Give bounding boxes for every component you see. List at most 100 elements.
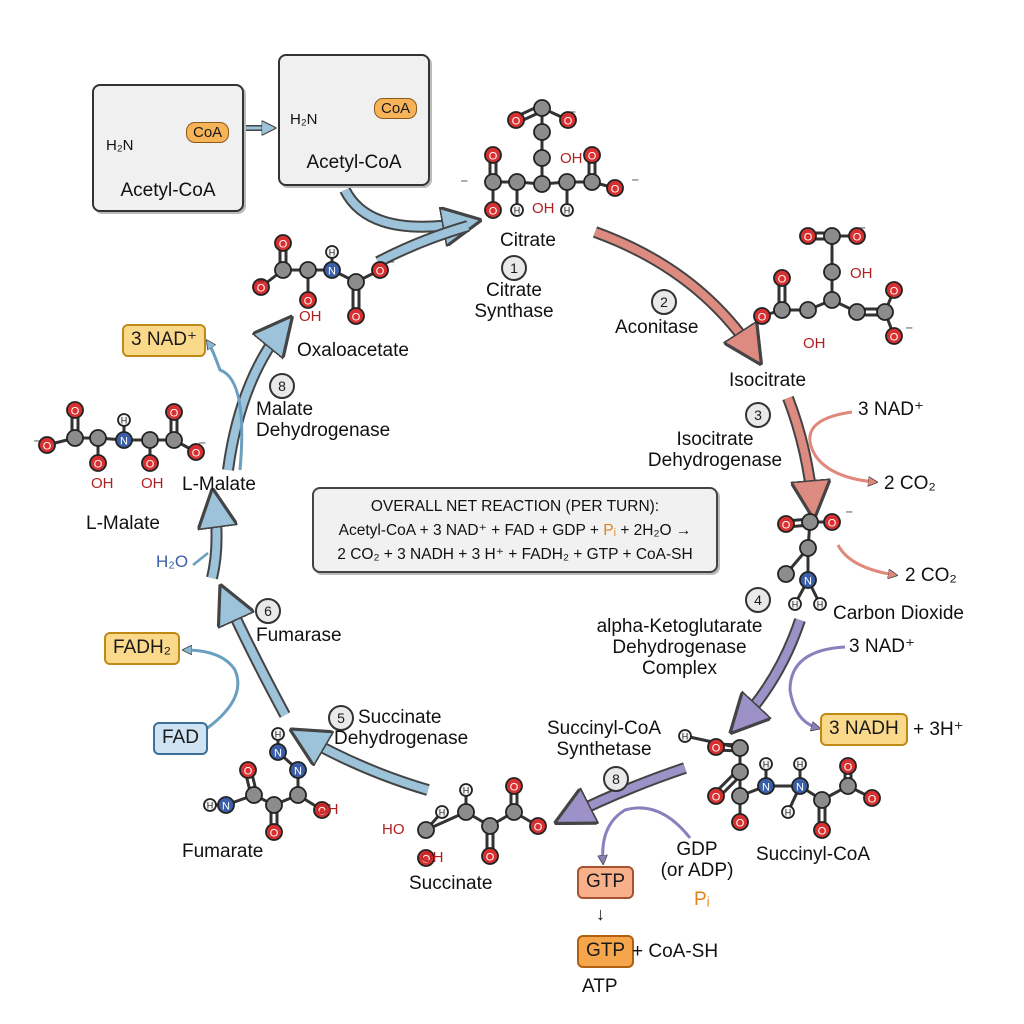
oxygen-atom: [885, 281, 903, 299]
gtp-badge-2: GTP: [577, 935, 635, 968]
carbon-atom: [533, 99, 551, 117]
atom-symbol: O: [279, 239, 288, 251]
oxygen-atom: [274, 234, 292, 252]
oxygen-atom: [823, 513, 841, 531]
branch-h2o: [192, 552, 209, 566]
atp-label: ATP: [582, 976, 618, 997]
carbon-atom: [245, 786, 263, 804]
hydrogen-atom: [788, 597, 802, 611]
atom-symbol: O: [304, 296, 313, 308]
carbon-atom: [505, 803, 523, 821]
atom-symbol: O: [94, 459, 103, 471]
acetyl-coa-box-1: Acetyl-CoA CoA H₂N: [92, 84, 244, 212]
step-number-5: 5: [328, 705, 354, 731]
oxygen-atom: [507, 111, 525, 129]
atom-symbol: O: [244, 766, 253, 778]
atom-symbol: H: [463, 786, 470, 796]
atom-symbol: H: [329, 248, 336, 258]
oxygen-atom: [707, 738, 725, 756]
atom-group-label: ⁻: [631, 175, 639, 192]
h2n-label-1: H₂N: [106, 137, 134, 154]
atom-symbol: H: [797, 760, 804, 770]
oxygen-atom: [265, 823, 283, 841]
co2-akg-label: 2 CO₂: [905, 565, 957, 586]
atom-symbol: O: [890, 286, 899, 298]
branch-fad: [185, 650, 240, 734]
atom-symbol: O: [192, 448, 201, 460]
carbon-atom: [799, 301, 817, 319]
hydrogen-atom: [510, 203, 524, 217]
atom-symbol: N: [328, 266, 336, 278]
hydrogen-atom: [435, 805, 449, 819]
atom-symbol: O: [489, 151, 498, 163]
h2n-label-2: H₂N: [290, 111, 318, 128]
atom-symbol: O: [804, 232, 813, 244]
arrow-succinate-to-fumarate: [300, 735, 430, 796]
atom-symbol: O: [146, 459, 155, 471]
carbon-atom: [777, 565, 795, 583]
carbon-atom: [876, 303, 894, 321]
atom-symbol: O: [352, 312, 361, 324]
carbon-atom: [66, 429, 84, 447]
atom-symbol: H: [763, 760, 770, 770]
carbon-atom: [299, 261, 317, 279]
atom-symbol: O: [564, 116, 573, 128]
atom-group-label: OH: [421, 849, 444, 866]
atom-symbol: H: [275, 730, 282, 740]
net-reaction-box: OVERALL NET REACTION (PER TURN): Acetyl-…: [312, 487, 718, 573]
branch-nad-malate: [208, 342, 244, 471]
nad-akg-label: 3 NAD⁺: [849, 636, 915, 657]
carbon-atom: [773, 301, 791, 319]
branch-nad-akg: [788, 645, 846, 728]
oxygen-atom: [38, 436, 56, 454]
step-number-1: 1: [501, 255, 527, 281]
oxygen-atom: [347, 307, 365, 325]
atom-symbol: O: [512, 116, 521, 128]
carbon-atom: [533, 149, 551, 167]
atom-symbol: O: [257, 283, 266, 295]
atom-symbol: O: [828, 518, 837, 530]
acetyl-coa-label-1: Acetyl-CoA: [120, 180, 216, 201]
atom-symbol: H: [439, 808, 446, 818]
carbon-atom: [508, 173, 526, 191]
atom-symbol: N: [762, 782, 770, 794]
oxygen-atom: [252, 278, 270, 296]
nad-malate-badge: 3 NAD⁺: [122, 324, 206, 357]
carbon-atom: [583, 173, 601, 191]
arrow-malate-h2o-to-lmalate: [212, 500, 217, 580]
atom-symbol: H: [785, 808, 792, 818]
atom-group-label: ⁻: [198, 438, 206, 455]
oxygen-atom: [606, 179, 624, 197]
oxygen-atom: [731, 813, 749, 831]
oxygen-atom: [505, 777, 523, 795]
carbon-atom: [165, 431, 183, 449]
citrate-label: Citrate: [500, 230, 556, 251]
atom-symbol: O: [853, 232, 862, 244]
atom-symbol: O: [71, 406, 80, 418]
oxygen-atom: [165, 403, 183, 421]
oxygen-atom: [141, 454, 159, 472]
carbon-atom: [823, 291, 841, 309]
atom-symbol: H: [564, 206, 571, 216]
carbon-dioxide-label: Carbon Dioxide: [833, 603, 964, 624]
molecule-structures: OHOHOOOOHHOOOHOHOOOOOOOHOHOONHHOOONHNHHO…: [33, 67, 913, 867]
nitrogen-atom: [289, 761, 307, 779]
carbon-atom: [533, 175, 551, 193]
carbon-atom: [823, 263, 841, 281]
atom-group-label: OH: [299, 308, 322, 325]
hydrogen-atom: [560, 203, 574, 217]
branch-nad-iso: [808, 410, 875, 482]
atom-symbol: O: [170, 408, 179, 420]
atom-symbol: O: [712, 792, 721, 804]
carbon-atom: [457, 803, 475, 821]
succinyl-coa-label: Succinyl-CoA: [756, 844, 871, 865]
oxygen-atom: [799, 227, 817, 245]
nitrogen-atom: [115, 431, 133, 449]
oxygen-atom: [66, 401, 84, 419]
fad-badge: FAD: [153, 722, 208, 755]
co2-iso-label: 2 CO₂: [884, 473, 936, 494]
fadh2-badge: FADH₂: [104, 632, 181, 665]
atom-symbol: O: [782, 520, 791, 532]
